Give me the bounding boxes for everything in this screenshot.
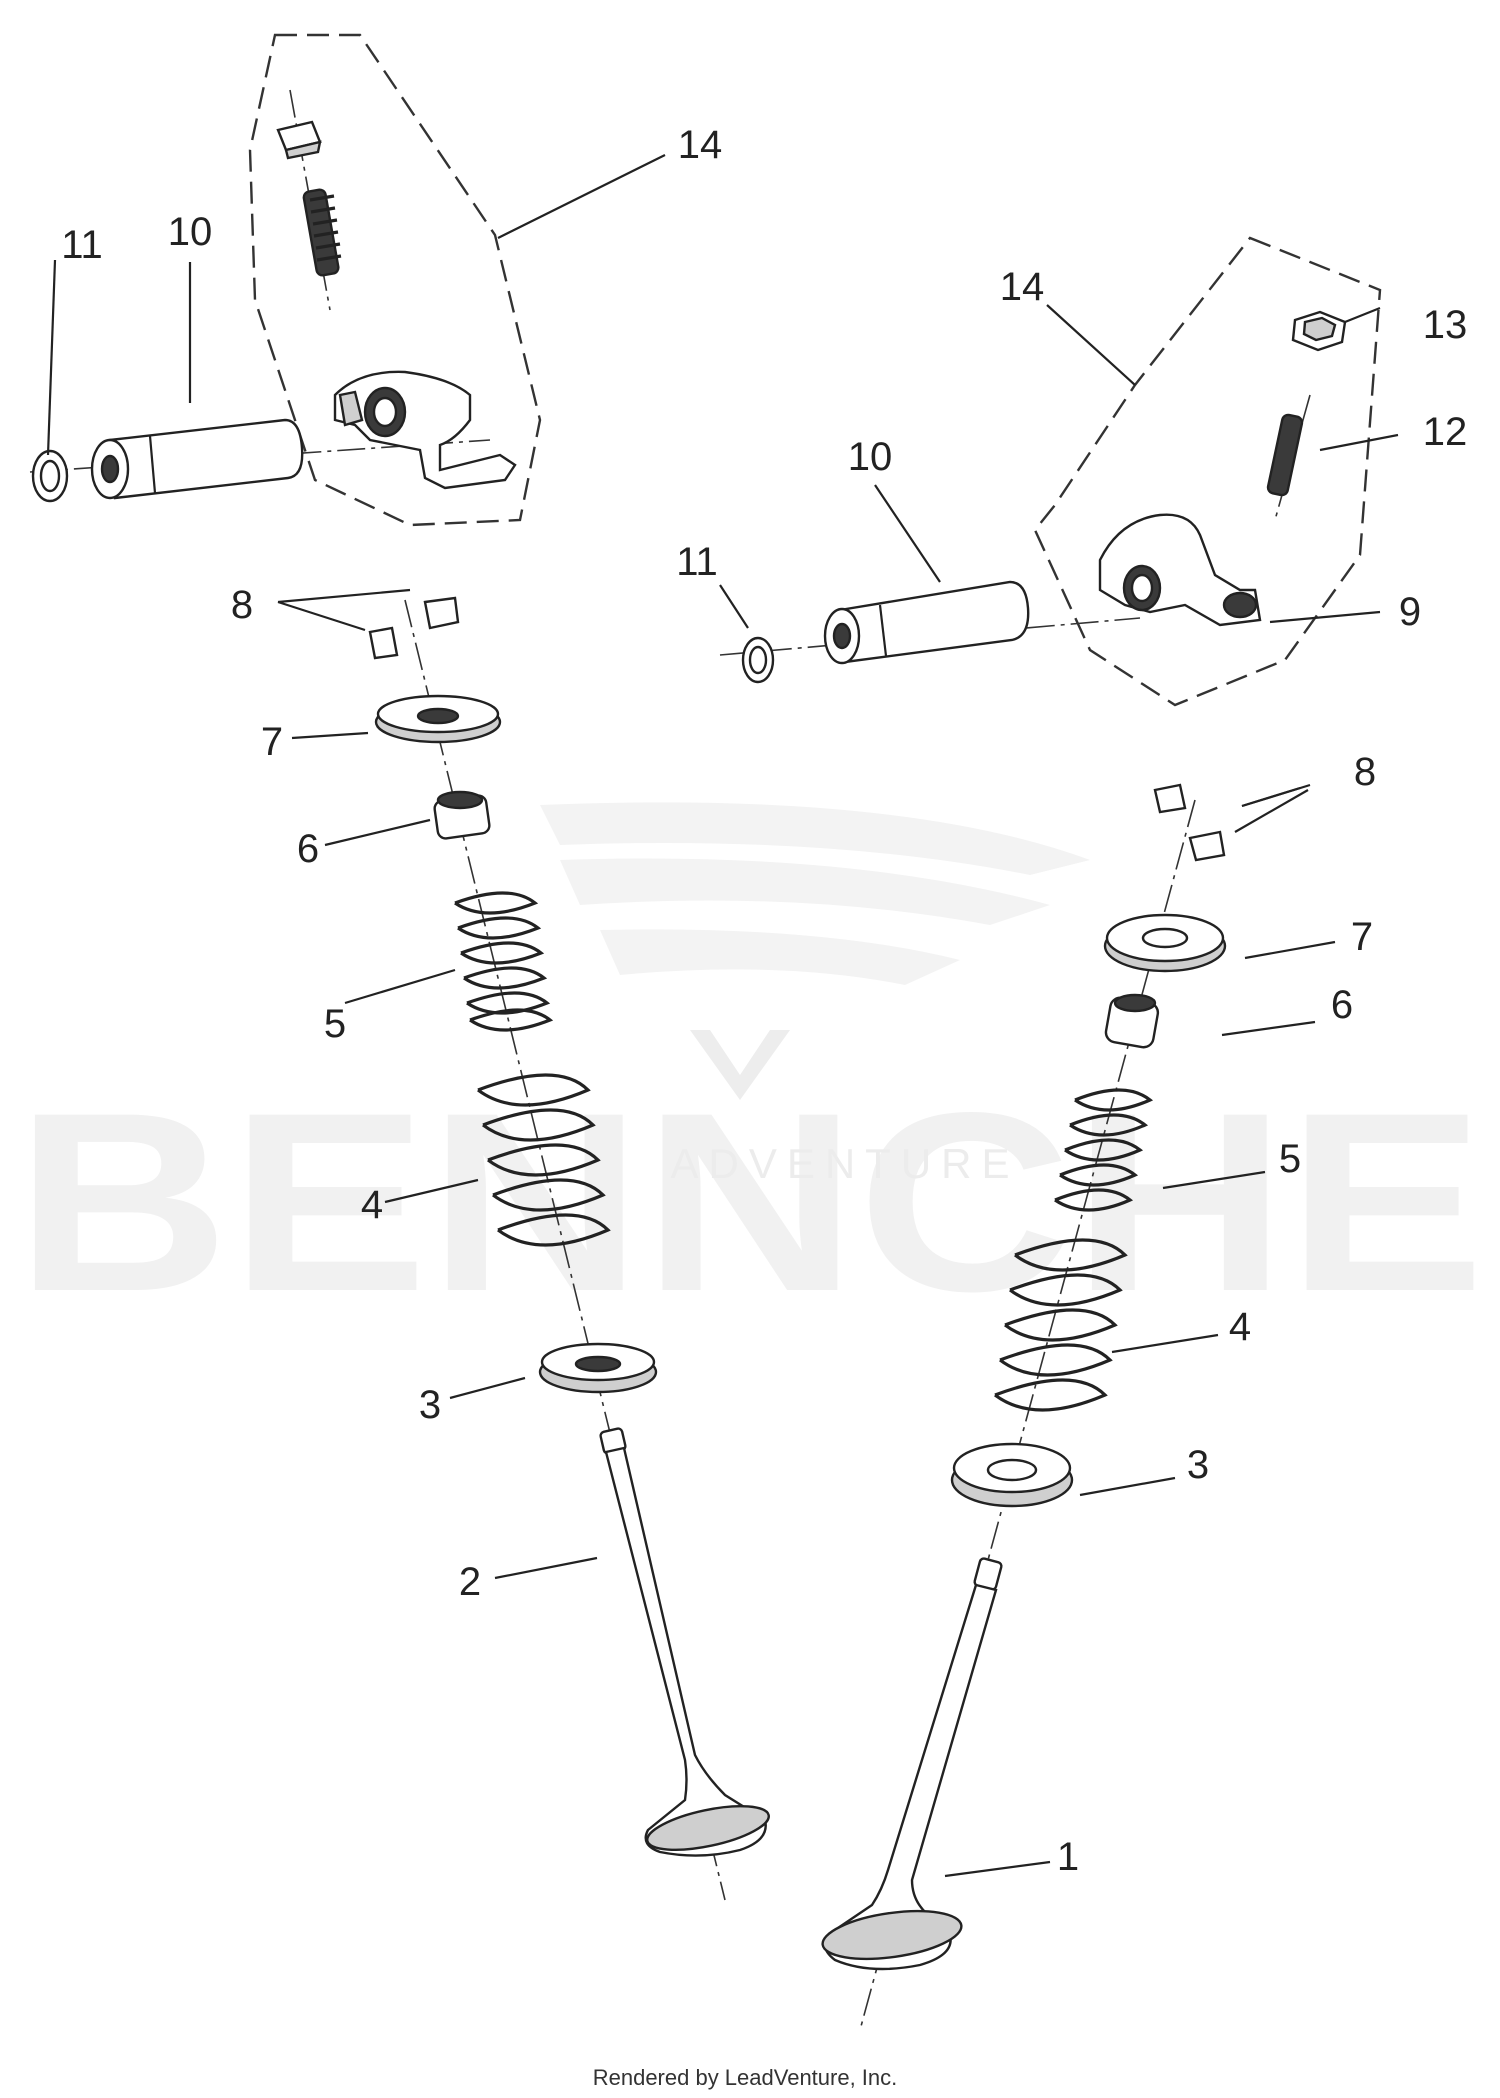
callout-10-left: 10 (168, 210, 213, 254)
callout-11-right: 11 (676, 540, 718, 584)
watermark-subtitle: ADVENTURE (670, 1140, 1019, 1187)
adjuster-nut-right (1291, 310, 1347, 352)
callout-8-left: 8 (231, 583, 253, 627)
rocker-shaft-left (90, 418, 304, 500)
callout-7-right: 7 (1351, 915, 1373, 959)
valve-keepers-left (368, 596, 460, 660)
valve-stem-seal-right (1104, 993, 1160, 1049)
callout-4-right: 4 (1229, 1305, 1251, 1349)
watermark-brand: BENNCHE (15, 1060, 1485, 1345)
adjuster-screw-right (1266, 413, 1304, 497)
washer-left (31, 449, 69, 503)
leader-lines (46, 154, 1399, 1878)
spring-retainer-right (1103, 913, 1227, 973)
rocker-group-outline-left (248, 33, 542, 527)
valve-keepers-right (1153, 783, 1226, 862)
spring-retainer-left (374, 694, 502, 744)
spring-seat-right (950, 1442, 1074, 1508)
valve-right (821, 1557, 1003, 1971)
outer-spring-left (477, 1073, 611, 1247)
callout-14-left: 14 (678, 123, 723, 167)
callout-5-left: 5 (324, 1002, 346, 1046)
washer-right (741, 636, 775, 684)
callout-8-right: 8 (1354, 750, 1376, 794)
callout-13: 13 (1423, 303, 1468, 347)
watermark: BENNCHE ADVENTURE (15, 802, 1485, 1345)
rocker-group-outline-right (1033, 236, 1382, 707)
callout-10-right: 10 (848, 435, 893, 479)
rocker-arm-right (1098, 513, 1262, 627)
valve-left (599, 1427, 770, 1857)
callout-5-right: 5 (1279, 1137, 1301, 1181)
callout-11-left: 11 (61, 223, 103, 267)
callout-1: 1 (1057, 1835, 1079, 1879)
callout-3-left: 3 (419, 1383, 441, 1427)
callout-3-right: 3 (1187, 1443, 1209, 1487)
callout-labels: 11 10 14 8 7 6 5 4 3 2 14 13 12 9 10 11 … (61, 123, 1467, 1879)
spring-seat-left (538, 1342, 658, 1394)
rocker-shaft-right (823, 580, 1030, 665)
inner-spring-left (454, 891, 554, 1032)
outer-spring-right (994, 1238, 1128, 1412)
render-credit: Rendered by LeadVenture, Inc. (593, 2065, 898, 2090)
inner-spring-right (1054, 1088, 1154, 1212)
adjuster-nut-left (276, 120, 322, 160)
callout-6-left: 6 (297, 827, 319, 871)
valve-stem-seal-left (433, 790, 491, 840)
rocker-arm-left (333, 370, 517, 490)
callout-6-right: 6 (1331, 983, 1353, 1027)
callout-2: 2 (459, 1560, 481, 1604)
adjuster-screw-left (302, 188, 342, 277)
callout-14-right: 14 (1000, 265, 1045, 309)
callout-9: 9 (1399, 590, 1421, 634)
callout-4-left: 4 (361, 1183, 383, 1227)
callout-7-left: 7 (261, 720, 283, 764)
callout-12: 12 (1423, 410, 1468, 454)
